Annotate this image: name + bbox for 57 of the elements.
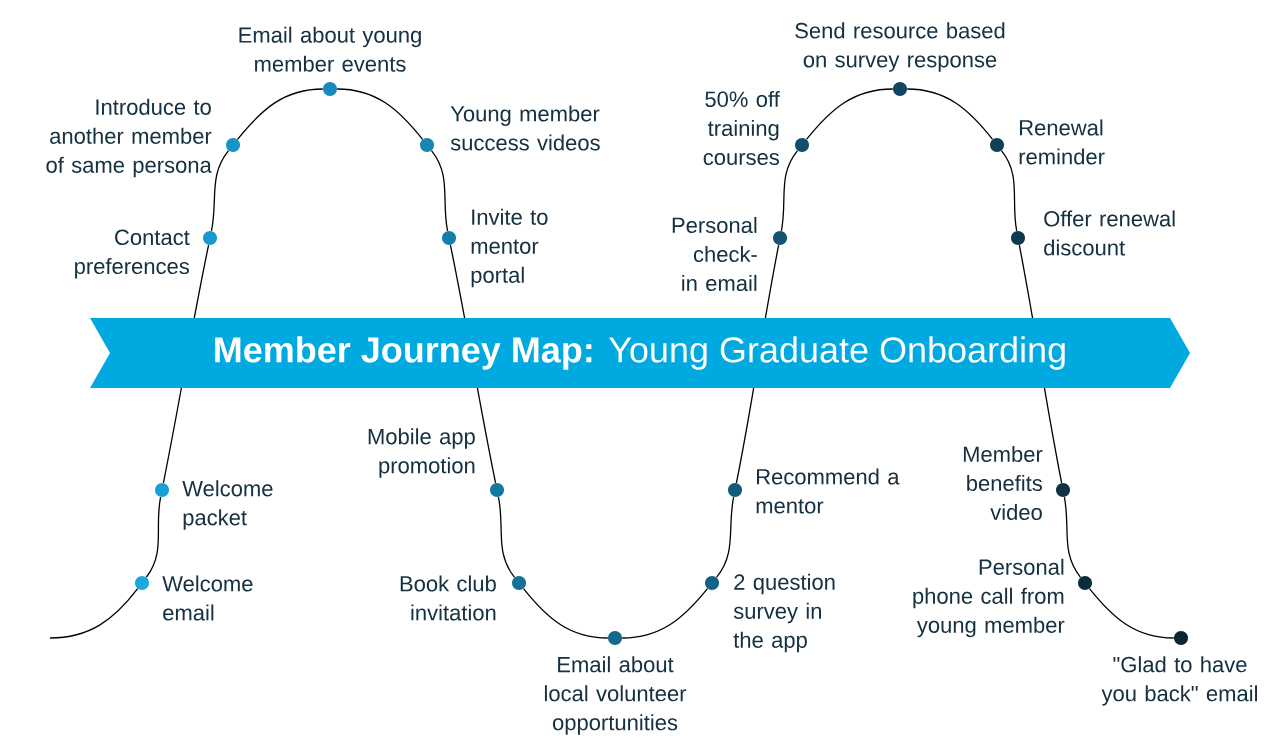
dot	[1011, 231, 1025, 245]
dot	[1174, 631, 1188, 645]
dot	[795, 138, 809, 152]
step-label: Welcome packet	[182, 480, 273, 530]
dot	[728, 483, 742, 497]
curve-line	[1063, 496, 1082, 578]
curve-line	[1088, 587, 1175, 639]
curve-line	[49, 588, 139, 639]
step-label: Book club invitation	[400, 575, 496, 621]
dot	[135, 576, 149, 590]
step-label: Send resource based on survey response	[795, 22, 1005, 72]
curve-line	[780, 149, 799, 232]
curve-line	[336, 88, 424, 140]
curve-line	[210, 149, 230, 232]
curve-line	[1000, 150, 1018, 232]
dot	[442, 231, 456, 245]
curve-line	[715, 496, 735, 579]
curve-line	[430, 149, 449, 232]
step-label: Personal check-in email	[672, 216, 757, 292]
dot	[203, 231, 217, 245]
step-label: Welcome email	[162, 575, 253, 621]
dot	[893, 82, 907, 96]
step-label: Offer renewal discount	[1044, 210, 1175, 256]
step-label: 50% off training courses	[703, 90, 780, 166]
curve-line	[497, 496, 516, 578]
dot	[608, 631, 622, 645]
step-label: Young member success videos	[450, 105, 600, 151]
step-label: Renewal reminder	[1019, 119, 1105, 165]
step-label: Recommend a mentor	[756, 468, 900, 514]
title-banner: Member Journey Map: Young Graduate Onboarding	[90, 318, 1190, 388]
step-label: Introduce to another member of same persona	[46, 98, 212, 178]
dot	[1056, 483, 1070, 497]
curve-line	[522, 587, 609, 639]
dot	[1078, 576, 1092, 590]
step-label: Personal phone call from young member	[913, 558, 1065, 638]
dot	[420, 138, 434, 152]
step-label: Contact preferences	[75, 229, 190, 279]
curve-line	[236, 88, 324, 141]
curve-line	[906, 88, 994, 140]
curve-line	[621, 587, 709, 639]
step-label: 2 question survey in the app	[733, 573, 835, 653]
step-label: Mobile app promotion	[368, 428, 475, 478]
step-label: "Glad to have you back" email	[1101, 656, 1257, 706]
dot	[705, 576, 719, 590]
curve-line	[145, 496, 162, 578]
dot	[512, 576, 526, 590]
step-label: Email about local volunteer opportunities	[544, 656, 687, 735]
dot	[155, 483, 169, 497]
dot	[226, 138, 240, 152]
dot	[990, 138, 1004, 152]
step-label: Member benefits video	[963, 445, 1043, 521]
dot	[773, 231, 787, 245]
curve-line	[805, 88, 894, 141]
step-label: Invite to mentor portal	[471, 208, 548, 288]
dot	[490, 483, 504, 497]
dot	[323, 82, 337, 96]
step-label: Email about young member events	[239, 26, 421, 72]
